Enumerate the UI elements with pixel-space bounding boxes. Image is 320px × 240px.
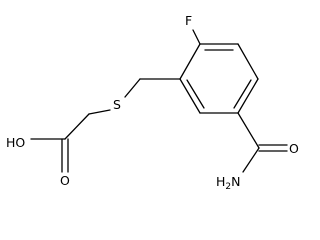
acid-carbonyl-oxygen-label: O [60, 173, 70, 188]
bond-ring-amide-carbon [237, 112, 260, 149]
ring-double-bond-c5-c6 [186, 79, 205, 109]
amide-nitrogen-label: H2N [216, 174, 241, 192]
ring-double-bond-c3-c4 [233, 79, 252, 109]
bond-amide-carbon-n [242, 147, 260, 173]
ring-bond-c2-c3 [237, 43, 259, 80]
bond-ch2-s [124, 78, 141, 98]
sulfur-atom-label: S [113, 97, 121, 112]
benzene-ring [179, 43, 259, 114]
structural-formula: F S HO O O H2N [6, 13, 299, 192]
bond-ch2-carboxyl-carbon [64, 113, 90, 140]
ring-bond-c6-c1 [179, 43, 201, 80]
ring-bond-c3-c4 [237, 78, 259, 114]
bond-c1-f [192, 29, 201, 45]
hydroxyl-label: HO [6, 135, 25, 150]
ring-bond-c5-c6 [179, 78, 201, 114]
bond-s-ch2 [88, 109, 111, 115]
amide-carbonyl-oxygen-label: O [289, 141, 299, 156]
fluorine-atom-label: F [185, 13, 192, 28]
